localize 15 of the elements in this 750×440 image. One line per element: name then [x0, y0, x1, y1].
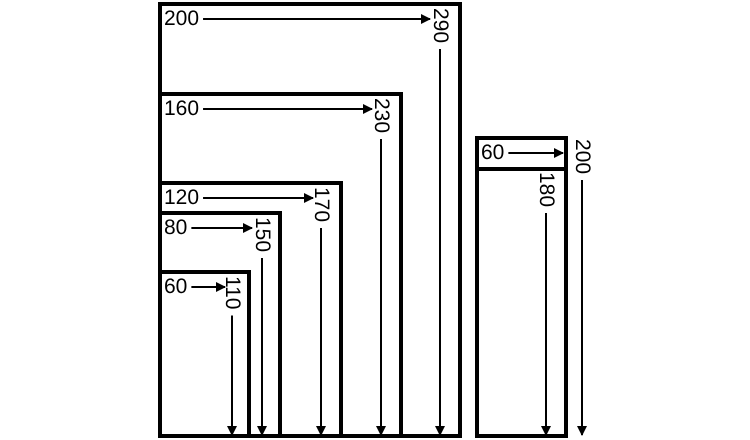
dimension-label: 150	[251, 217, 273, 252]
dimension-label: 60	[481, 142, 504, 164]
dimension-label: 290	[429, 8, 451, 44]
dimension-label: 180	[535, 172, 557, 208]
dimension-label: 120	[164, 187, 200, 209]
size-rectangle	[158, 2, 462, 438]
dimension-label: 200	[164, 8, 200, 30]
dimension-label: 230	[370, 98, 392, 134]
dimension-label: 160	[164, 98, 200, 120]
dimension-label: 110	[221, 276, 243, 310]
dimension-label: 170	[310, 187, 332, 222]
dimension-label: 60	[164, 276, 188, 298]
dimension-label: 200	[571, 139, 593, 174]
size-rectangle	[475, 136, 568, 438]
dimension-label: 80	[164, 217, 188, 239]
